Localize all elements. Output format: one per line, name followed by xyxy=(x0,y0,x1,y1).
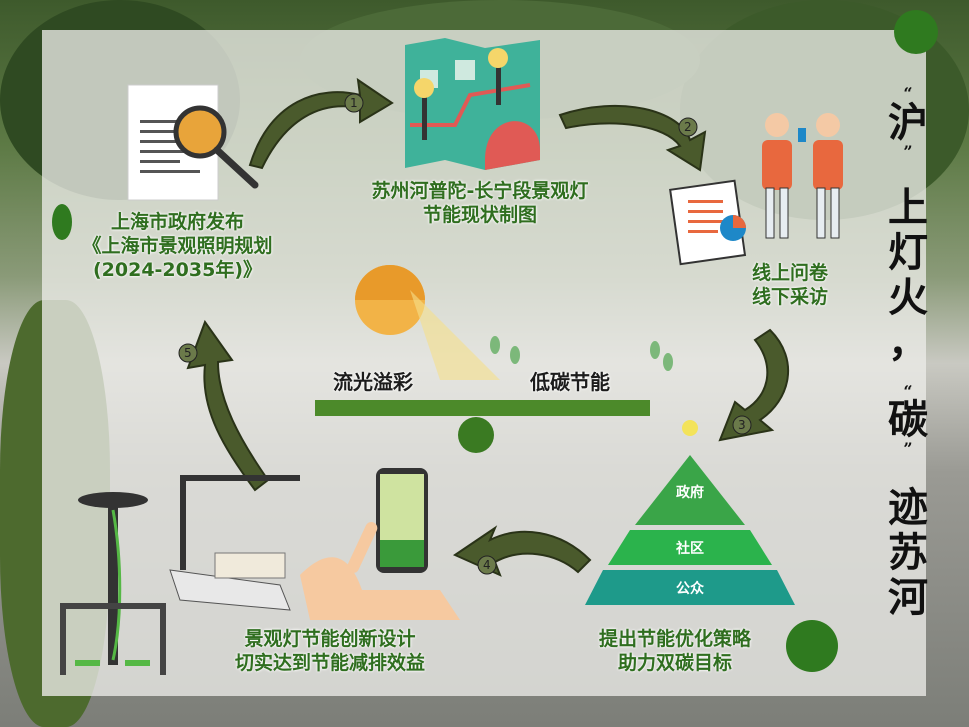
pyramid-tier-community: 社区 xyxy=(676,541,704,557)
arrow-5 xyxy=(186,319,270,492)
title-char: ” xyxy=(903,141,913,161)
arrow-2 xyxy=(558,104,707,172)
title-char: 迹 xyxy=(888,483,928,531)
arrow-1 xyxy=(248,77,394,170)
pyramid-tier-public: 公众 xyxy=(676,581,704,597)
arrow-number: 3 xyxy=(738,418,746,432)
arrow-number: 1 xyxy=(350,96,358,110)
title-char: ， xyxy=(888,318,928,366)
title-char: 碳 xyxy=(888,396,928,444)
step-2-line: 苏州河普陀-长宁段景观灯 xyxy=(371,180,589,202)
stakeholder-pyramid xyxy=(585,420,795,605)
title-char: 灯 xyxy=(888,229,928,277)
step-1-line: 上海市政府发布 xyxy=(110,211,244,233)
step-4-line: 提出节能优化策略 xyxy=(598,628,751,650)
vertical-title: “ 沪 ” 上 灯 火 ， “ 碳 ” 迹 苏 河 xyxy=(878,84,938,621)
step-1-label: 上海市政府发布 《上海市景观照明规划 (2024-2035年)》 xyxy=(45,211,310,282)
title-char: 火 xyxy=(888,273,928,321)
step-2-line: 节能现状制图 xyxy=(422,203,537,226)
step-4-line: 助力双碳目标 xyxy=(617,651,732,674)
interview-people-icon xyxy=(762,113,843,239)
step-5-line: 景观灯节能创新设计 xyxy=(244,628,416,650)
title-char: 上 xyxy=(888,184,928,232)
phone-hand-icon xyxy=(300,468,460,620)
step-1-line: (2024-2035年)》 xyxy=(92,258,262,281)
arrow-number-badge xyxy=(178,343,198,363)
step-2-label: 苏州河普陀-长宁段景观灯 节能现状制图 xyxy=(320,180,640,228)
title-char: ” xyxy=(903,439,913,459)
arrow-number: 5 xyxy=(184,346,192,360)
title-char: 河 xyxy=(888,573,928,621)
title-char: “ xyxy=(903,381,913,401)
title-char: 苏 xyxy=(888,528,928,576)
step-3-label: 线上问卷 线下采访 xyxy=(735,262,845,310)
arrow-number: 4 xyxy=(483,558,491,572)
title-char: 沪 xyxy=(888,98,928,146)
leaf-icon xyxy=(52,204,72,240)
street-furniture-icon xyxy=(60,475,300,675)
step-5-line: 切实达到节能减排效益 xyxy=(234,651,425,674)
arrow-3 xyxy=(718,328,789,442)
globe-icon xyxy=(786,620,838,672)
arrow-number-badge xyxy=(732,415,752,435)
arrow-4 xyxy=(452,525,592,577)
arrow-number-badge xyxy=(477,555,497,575)
title-char: “ xyxy=(903,84,913,103)
seesaw-left-label: 流光溢彩 xyxy=(333,370,413,394)
step-1-line: 《上海市景观照明规划 xyxy=(82,234,273,257)
globe-icon xyxy=(894,10,938,54)
seesaw-right-label: 低碳节能 xyxy=(530,370,610,394)
arrow-number-badge xyxy=(678,117,698,137)
map-icon xyxy=(405,38,540,170)
arrow-number-badge xyxy=(344,93,364,113)
pyramid-tier-government: 政府 xyxy=(676,485,704,501)
seesaw-icon xyxy=(315,265,673,453)
step-5-label: 景观灯节能创新设计 切实达到节能减排效益 xyxy=(180,628,480,676)
step-3-line: 线下采访 xyxy=(751,285,828,308)
clipboard-icon xyxy=(669,179,747,266)
step-4-label: 提出节能优化策略 助力双碳目标 xyxy=(560,628,790,676)
document-magnifier-icon xyxy=(127,84,259,201)
step-3-line: 线上问卷 xyxy=(751,262,828,284)
arrow-number: 2 xyxy=(684,120,692,134)
